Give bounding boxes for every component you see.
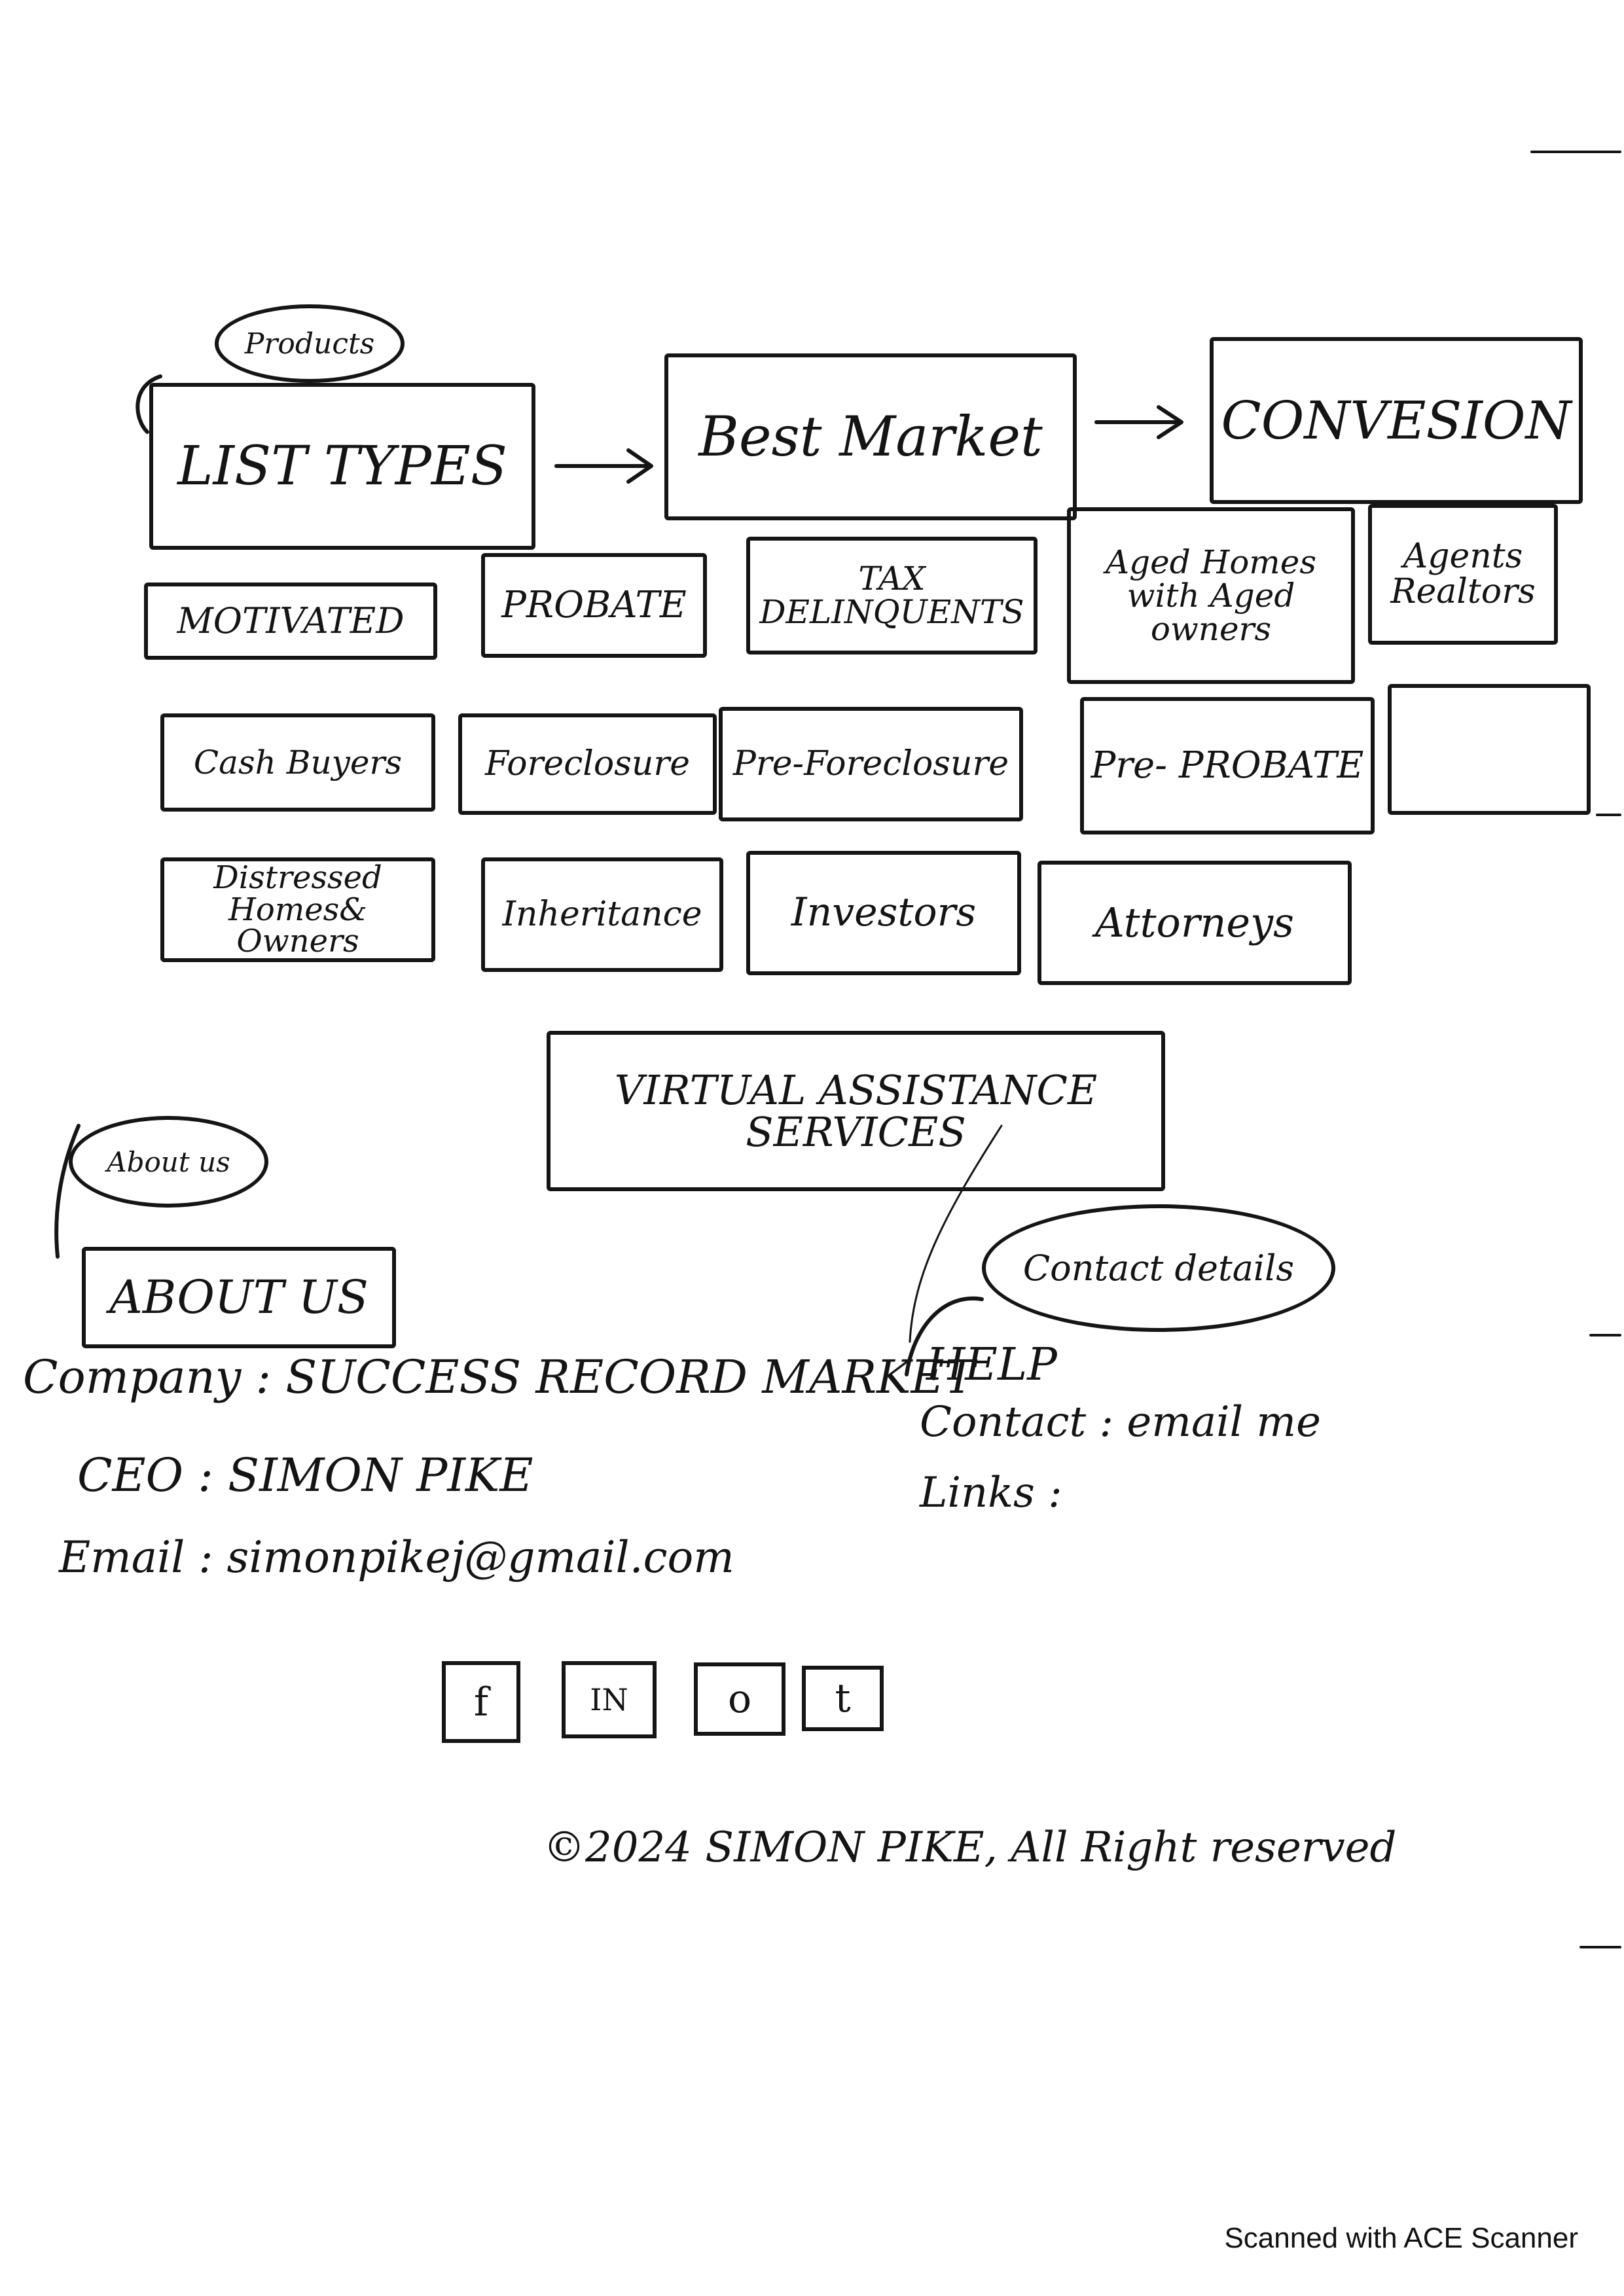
products-tag-label: Products [244, 327, 375, 361]
list-types-label: LIST TYPES [177, 435, 507, 497]
instagram-icon[interactable]: o [694, 1662, 785, 1736]
about-us-heading-label: ABOUT US [109, 1270, 369, 1324]
contact-links[interactable]: Links : [920, 1469, 1062, 1517]
products-tag[interactable]: Products [215, 304, 405, 383]
contact-help[interactable]: HELP [926, 1339, 1057, 1391]
copyright-footer: ©2024 SIMON PIKE, All Right reserved [543, 1823, 1397, 1872]
list-type-probate-label: PROBATE [501, 584, 687, 627]
contact-details-tag-label: Contact details [1022, 1247, 1295, 1289]
list-type-inheritance[interactable]: Inheritance [481, 857, 723, 972]
va-to-contact-line [909, 1124, 1003, 1343]
virtual-assistance-box[interactable]: VIRTUAL ASSISTANCE SERVICES [547, 1031, 1165, 1191]
list-type-agents-realtors-label: Agents Realtors [1390, 537, 1536, 611]
conversion-label: CONVESION [1221, 389, 1572, 451]
arrow-market-to-conversion-head [1157, 405, 1183, 439]
list-type-pre-probate[interactable]: Pre- PROBATE [1080, 697, 1375, 834]
facebook-icon[interactable]: f [442, 1661, 520, 1743]
contact-pointer [905, 1296, 984, 1376]
best-market-label: Best Market [698, 404, 1043, 469]
list-type-aged-homes[interactable]: Aged Homes with Aged owners [1067, 507, 1355, 684]
about-us-tag-label: About us [107, 1145, 230, 1178]
best-market-box[interactable]: Best Market [664, 353, 1077, 520]
list-type-empty-slot[interactable] [1388, 684, 1591, 815]
linkedin-icon-glyph: IN [590, 1682, 628, 1717]
list-type-cash-buyers-label: Cash Buyers [193, 743, 403, 781]
list-type-aged-homes-label: Aged Homes with Aged owners [1106, 543, 1316, 648]
about-us-heading-box[interactable]: ABOUT US [82, 1247, 396, 1348]
list-type-cash-buyers[interactable]: Cash Buyers [160, 713, 435, 812]
instagram-icon-glyph: o [727, 1676, 752, 1722]
list-type-tax-delinquents-label: TAX DELINQUENTS [759, 560, 1024, 631]
list-type-inheritance-label: Inheritance [502, 894, 702, 934]
virtual-assistance-label: VIRTUAL ASSISTANCE SERVICES [614, 1066, 1098, 1156]
about-email[interactable]: Email : simonpikej@gmail.com [59, 1532, 734, 1583]
list-type-foreclosure-label: Foreclosure [484, 744, 691, 783]
list-type-investors-label: Investors [791, 889, 977, 936]
tumblr-icon-glyph: t [835, 1676, 851, 1721]
list-type-pre-probate-label: Pre- PROBATE [1091, 744, 1364, 787]
about-us-tag[interactable]: About us [69, 1116, 268, 1208]
list-type-probate[interactable]: PROBATE [481, 553, 707, 658]
facebook-icon-glyph: f [473, 1679, 489, 1725]
arrow-list-to-market-head [626, 448, 653, 484]
list-type-pre-foreclosure-label: Pre-Foreclosure [732, 744, 1009, 783]
conversion-box[interactable]: CONVESION [1210, 337, 1583, 504]
contact-email-line[interactable]: Contact : email me [920, 1398, 1321, 1446]
list-type-distressed-homes[interactable]: Distressed Homes& Owners [160, 857, 435, 962]
contact-details-tag[interactable]: Contact details [982, 1204, 1335, 1332]
about-company: Company : SUCCESS RECORD MARKET [23, 1350, 975, 1404]
list-type-motivated-label: MOTIVATED [177, 600, 405, 642]
about-pointer [54, 1124, 81, 1259]
list-type-investors[interactable]: Investors [746, 851, 1021, 975]
list-type-agents-realtors[interactable]: Agents Realtors [1368, 504, 1558, 645]
linkedin-icon[interactable]: IN [562, 1661, 657, 1738]
list-types-box[interactable]: LIST TYPES [149, 383, 535, 550]
products-pointer [135, 374, 162, 434]
list-type-attorneys[interactable]: Attorneys [1038, 861, 1352, 985]
about-ceo: CEO : SIMON PIKE [77, 1448, 533, 1502]
list-type-pre-foreclosure[interactable]: Pre-Foreclosure [719, 707, 1023, 821]
tumblr-icon[interactable]: t [802, 1666, 884, 1731]
list-type-distressed-homes-label: Distressed Homes& Owners [213, 859, 382, 960]
scanner-watermark: Scanned with ACE Scanner [1224, 2222, 1578, 2254]
list-type-foreclosure[interactable]: Foreclosure [458, 713, 717, 815]
list-type-motivated[interactable]: MOTIVATED [144, 583, 437, 660]
list-type-tax-delinquents[interactable]: TAX DELINQUENTS [746, 537, 1038, 655]
list-type-attorneys-label: Attorneys [1095, 899, 1294, 947]
